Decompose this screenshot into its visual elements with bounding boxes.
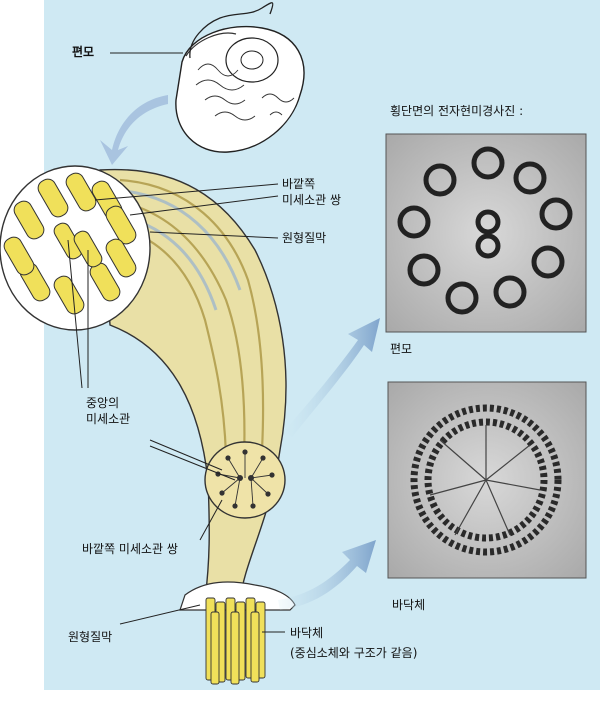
leader-central-bottom-2 bbox=[149, 445, 236, 481]
label-flagellum-top: 편모 bbox=[72, 45, 95, 59]
leader-outer-doublet-1 bbox=[94, 183, 279, 201]
label-outer-doublet-top-1: 바깥쪽 bbox=[282, 177, 316, 191]
label-em-title: 횡단면의 전자현미경사진 : bbox=[390, 104, 524, 118]
label-em-basal-body: 바닥체 bbox=[392, 598, 426, 612]
label-outer-doublet-bottom: 바깥쪽 미세소관 쌍 bbox=[82, 542, 178, 556]
label-outer-doublet-top-2: 미세소관 쌍 bbox=[282, 193, 342, 207]
leader-central-bottom-1 bbox=[149, 439, 223, 471]
leader-outer-doublet-bottom bbox=[199, 499, 223, 541]
label-basal-body: 바닥체 bbox=[290, 626, 324, 640]
leader-membrane-bottom bbox=[119, 604, 201, 625]
em-micrograph-flagellum bbox=[385, 133, 587, 333]
em-micrograph-basal-body bbox=[387, 381, 587, 579]
label-plasma-membrane-bottom: 원형질막 bbox=[68, 630, 113, 644]
leader-outer-doublet-2 bbox=[129, 195, 279, 216]
cross-section-top bbox=[0, 165, 151, 331]
curved-arrow-icon bbox=[100, 95, 168, 165]
label-basal-body-note: (중심소체와 구조가 같음) bbox=[290, 646, 418, 660]
cell-illustration bbox=[175, 2, 305, 153]
arrow-to-flagellum-micrograph-icon bbox=[285, 318, 380, 437]
cross-section-bottom bbox=[204, 441, 286, 519]
label-plasma-membrane-top: 원형질막 bbox=[282, 231, 327, 245]
arrow-to-basal-micrograph-icon bbox=[278, 540, 376, 610]
basal-body bbox=[179, 581, 296, 685]
leader-central-1 bbox=[67, 239, 83, 389]
label-central-2: 미세소관 bbox=[86, 412, 131, 426]
label-central-1: 중앙의 bbox=[86, 396, 120, 410]
leader-membrane-top bbox=[149, 231, 279, 239]
label-em-flagellum: 편모 bbox=[390, 342, 413, 356]
